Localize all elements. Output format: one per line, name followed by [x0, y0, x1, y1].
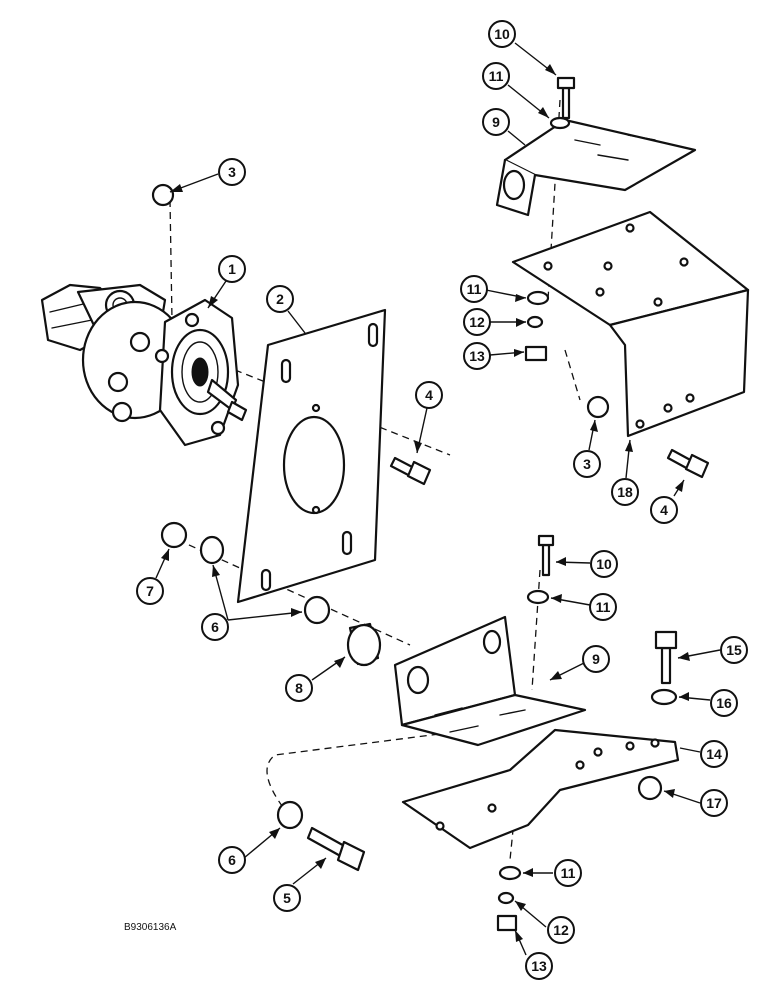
callout-18: 18	[611, 478, 639, 506]
callout-label: 17	[706, 795, 722, 811]
drawing-code: B9306136A	[124, 922, 177, 933]
callout-label: 18	[617, 484, 633, 500]
callout-label: 1	[228, 261, 236, 277]
callout-label: 9	[492, 114, 500, 130]
hydraulic-motor	[40, 283, 248, 447]
callout-label: 12	[469, 314, 485, 330]
callout-label: 6	[228, 852, 236, 868]
callout-label: 14	[706, 746, 722, 762]
callout-13-mid: 13	[463, 342, 491, 370]
callout-4-right: 4	[650, 496, 678, 524]
callout-15: 15	[720, 636, 748, 664]
callouts: 10 11 9 3 1 2 11 12 13 4 3 18 4 7 6 10 1…	[136, 20, 748, 980]
callout-10-lower: 10	[590, 550, 618, 578]
callout-label: 3	[583, 456, 591, 472]
callout-7: 7	[136, 577, 164, 605]
callout-label: 3	[228, 164, 236, 180]
callout-4-upper: 4	[415, 381, 443, 409]
callout-1: 1	[218, 255, 246, 283]
callout-label: 5	[283, 890, 291, 906]
callout-12-bottom: 12	[547, 916, 575, 944]
hardware	[151, 76, 710, 932]
callout-3-right: 3	[573, 450, 601, 478]
callout-label: 9	[592, 651, 600, 667]
callout-label: 10	[494, 26, 510, 42]
callout-6-upper: 6	[201, 613, 229, 641]
callout-label: 8	[295, 680, 303, 696]
callout-3-left: 3	[218, 158, 246, 186]
large-bracket	[511, 210, 750, 438]
lower-bracket	[393, 615, 587, 747]
callout-17: 17	[700, 789, 728, 817]
mounting-plate	[236, 308, 387, 604]
callout-9-top: 9	[482, 108, 510, 136]
callout-5: 5	[273, 884, 301, 912]
callout-12-mid: 12	[463, 308, 491, 336]
callout-11-lower: 11	[589, 593, 617, 621]
callout-10-top: 10	[488, 20, 516, 48]
callout-label: 15	[726, 642, 742, 658]
callout-label: 7	[146, 583, 154, 599]
callout-label: 6	[211, 619, 219, 635]
callout-2: 2	[266, 285, 294, 313]
callout-label: 4	[660, 502, 668, 518]
callout-label: 11	[489, 68, 504, 84]
callout-16: 16	[710, 689, 738, 717]
callout-9-lower: 9	[582, 645, 610, 673]
upper-bracket	[495, 118, 697, 217]
callout-label: 11	[596, 599, 611, 615]
callout-14: 14	[700, 740, 728, 768]
callout-8: 8	[285, 674, 313, 702]
callout-label: 11	[467, 281, 482, 297]
callout-11-bottom: 11	[554, 859, 582, 887]
callout-label: 13	[469, 348, 485, 364]
support-bracket	[401, 728, 680, 850]
callout-leaders	[155, 42, 721, 956]
callout-label: 10	[596, 556, 612, 572]
callout-label: 4	[425, 387, 433, 403]
callout-label: 12	[553, 922, 569, 938]
callout-label: 16	[716, 695, 732, 711]
callout-11-top: 11	[482, 62, 510, 90]
callout-label: 11	[561, 865, 576, 881]
callout-label: 2	[276, 291, 284, 307]
callout-13-bottom: 13	[525, 952, 553, 980]
callout-label: 13	[531, 958, 547, 974]
callout-11-mid: 11	[460, 275, 488, 303]
callout-6-lower: 6	[218, 846, 246, 874]
